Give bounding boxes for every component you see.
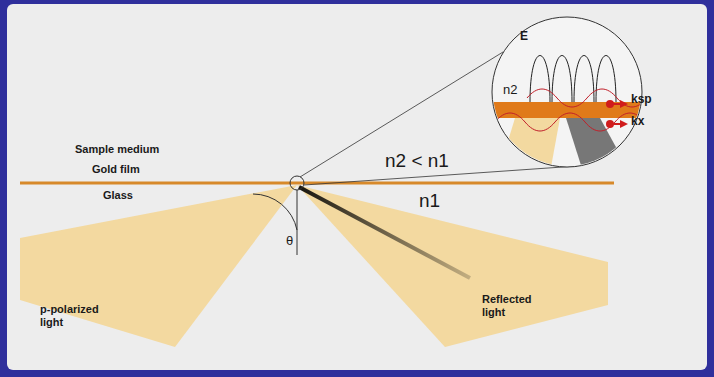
beam-label: p-polarized light (40, 303, 115, 328)
index-label: n2 < n1 (385, 150, 449, 172)
beam-label: Reflected light (482, 293, 552, 318)
index-label: n1 (419, 190, 440, 212)
index-label: n2 (503, 83, 517, 98)
layer-label: Sample medium (75, 143, 159, 156)
angle-label: θ (286, 234, 293, 249)
field-label: E (520, 30, 528, 44)
wavevector-label: ksp (631, 93, 652, 107)
wavevector-label: kx (631, 115, 644, 129)
layer-label: Gold film (92, 163, 140, 176)
layer-label: Glass (103, 189, 133, 202)
